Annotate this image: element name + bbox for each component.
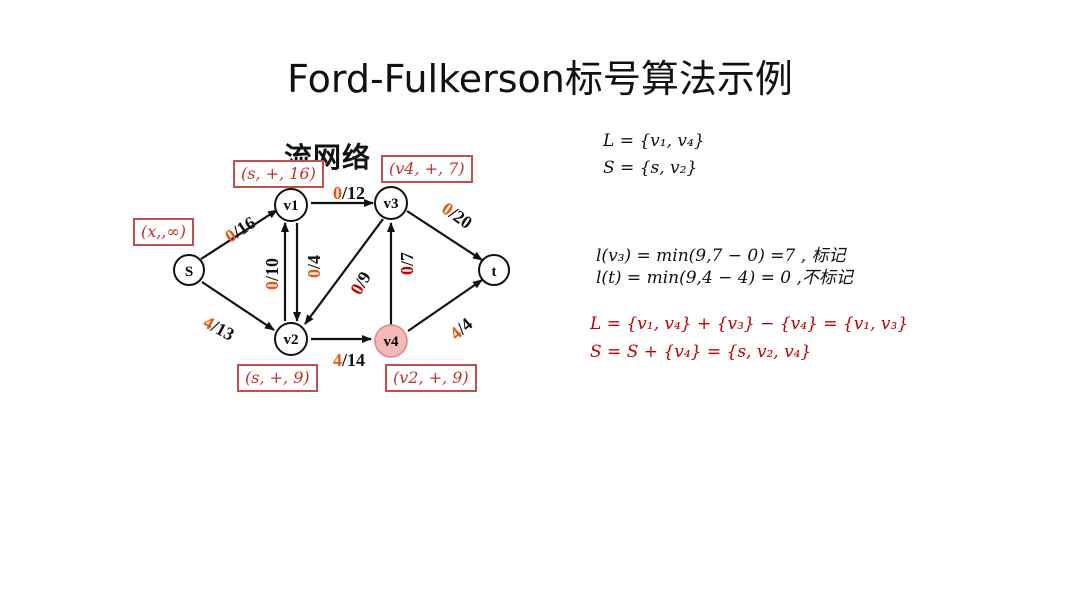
edge-label-v4-t: 4/4: [446, 314, 476, 344]
label-v2: (s, +, 9): [237, 364, 318, 392]
edge-s-v1: [200, 209, 278, 260]
node-v2: v2: [274, 322, 308, 356]
svg-text:v4: v4: [384, 334, 400, 350]
edge-s-v2: [201, 281, 275, 331]
edge-label-v2-v4: 4/14: [333, 350, 365, 370]
label-v4: (v2, +, 9): [385, 364, 477, 392]
svg-text:v1: v1: [284, 198, 299, 214]
edge-label-v1-v3: 0/12: [333, 183, 365, 203]
node-t: t: [478, 254, 510, 286]
formula-S-new: S = S + {v₄} = {s, v₂, v₄}: [590, 342, 812, 362]
node-v4: v4: [374, 324, 408, 358]
edge-label-v4-v3: 0/7: [397, 252, 417, 275]
edge-label-v3-v2: 0/9: [346, 268, 375, 298]
edge-label-s-v2: 4/13: [200, 312, 238, 345]
slide-title: Ford-Fulkerson标号算法示例: [287, 57, 793, 101]
label-s: (x,,∞): [133, 218, 195, 246]
svg-text:v2: v2: [284, 332, 299, 348]
formula-l-t: l(t) = min(9,4 − 4) = 0 ,不标记: [596, 268, 853, 288]
formula-l-v3: l(v₃) = min(9,7 − 0) =7 , 标记: [596, 246, 846, 266]
formula-L: L = {v₁, v₄}: [603, 131, 705, 151]
edge-v4-t: [407, 279, 483, 332]
node-v3: v3: [374, 186, 408, 220]
formula-L-new: L = {v₁, v₄} + {v₃} − {v₄} = {v₁, v₃}: [590, 314, 909, 334]
label-v3: (v4, +, 7): [381, 155, 473, 183]
edge-label-v1-v2: 0/4: [304, 255, 324, 278]
svg-text:t: t: [492, 264, 497, 280]
edge-label-v2-v1: 0/10: [262, 258, 282, 290]
node-v1: v1: [274, 188, 308, 222]
formula-S: S = {s, v₂}: [603, 158, 698, 178]
edge-v3-v2: [304, 218, 384, 325]
svg-text:v3: v3: [384, 196, 399, 212]
svg-text:S: S: [185, 264, 193, 280]
node-s: S: [173, 254, 205, 286]
edge-label-v3-t: 0/20: [438, 198, 476, 233]
edge-v3-t: [406, 210, 483, 261]
label-v1: (s, +, 16): [233, 160, 324, 188]
